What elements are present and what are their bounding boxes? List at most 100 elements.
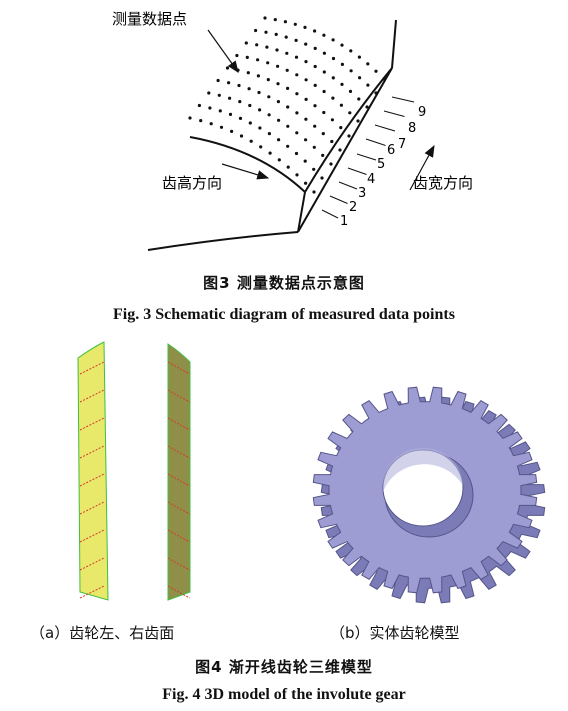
data-point xyxy=(357,55,361,59)
data-point xyxy=(312,145,316,149)
data-point xyxy=(274,32,278,37)
data-point xyxy=(268,151,272,155)
data-point xyxy=(286,105,290,109)
data-point xyxy=(322,70,326,74)
data-point xyxy=(329,162,333,166)
row-leader xyxy=(365,138,386,146)
data-point xyxy=(382,77,386,81)
data-point xyxy=(322,51,326,55)
label-tooth-height-direction: 齿高方向 xyxy=(162,174,222,192)
data-point xyxy=(267,113,271,117)
left-flank-curve xyxy=(79,361,105,375)
data-point xyxy=(235,53,239,58)
row-number-1: 1 xyxy=(340,214,348,229)
data-point xyxy=(217,93,221,97)
figure-4-flank-surfaces xyxy=(77,341,191,601)
data-point xyxy=(256,58,260,62)
data-point xyxy=(330,118,334,122)
row-number-3: 3 xyxy=(358,186,366,201)
row-leader xyxy=(347,167,367,175)
data-point xyxy=(283,20,287,24)
row-leader xyxy=(356,153,377,161)
data-point xyxy=(304,138,308,142)
row-leader-lines xyxy=(321,96,415,219)
right-flank-curve xyxy=(167,585,191,599)
row-leader xyxy=(329,195,348,204)
data-point xyxy=(304,181,308,185)
data-point xyxy=(304,42,308,46)
data-point xyxy=(340,82,344,86)
data-point xyxy=(225,66,230,70)
data-point xyxy=(286,86,290,90)
data-point xyxy=(322,89,326,94)
left-flank-curve xyxy=(79,585,105,599)
right-flank-curve xyxy=(167,389,191,403)
data-point xyxy=(348,111,352,115)
data-point xyxy=(374,69,378,73)
data-point xyxy=(339,103,343,107)
data-point xyxy=(303,25,307,29)
data-point xyxy=(228,112,233,116)
row-leader xyxy=(321,209,339,219)
data-point xyxy=(321,132,325,136)
row-number-5: 5 xyxy=(377,157,385,172)
data-point xyxy=(266,61,270,65)
data-point xyxy=(304,78,308,82)
data-point xyxy=(331,76,335,80)
data-point xyxy=(285,68,289,72)
data-point xyxy=(286,165,290,169)
data-point xyxy=(230,129,234,133)
data-point xyxy=(276,100,280,104)
data-point xyxy=(313,83,317,87)
data-point xyxy=(340,62,344,66)
figure-4-solid-gear xyxy=(312,386,546,604)
data-point xyxy=(295,92,299,96)
data-point xyxy=(304,117,308,121)
data-point xyxy=(340,43,344,47)
tooth-height-arrow xyxy=(221,163,270,180)
data-point xyxy=(219,125,224,129)
right-flank-curve xyxy=(167,445,191,459)
figure-3-caption-en: Fig. 3 Schematic diagram of measured dat… xyxy=(113,306,455,323)
data-point xyxy=(247,87,251,91)
data-point xyxy=(304,60,308,64)
data-point xyxy=(322,33,326,37)
data-point xyxy=(295,131,299,135)
data-point xyxy=(216,78,220,83)
left-flank-curve xyxy=(79,445,105,459)
data-point xyxy=(248,103,252,108)
data-point xyxy=(207,91,211,95)
data-point xyxy=(349,49,353,53)
figure-3-caption-cn: 图3 测量数据点示意图 xyxy=(203,274,365,292)
row-number-7: 7 xyxy=(398,137,406,152)
row-leader xyxy=(338,181,358,190)
row-leader xyxy=(383,110,405,117)
data-point xyxy=(322,110,326,115)
data-point xyxy=(284,35,288,39)
data-point xyxy=(275,48,279,52)
figure-3-diagram: 1 2 3 4 5 6 7 8 9 测量数据点 齿高方向 齿宽方向 xyxy=(112,10,473,251)
data-point xyxy=(209,122,213,126)
data-point xyxy=(238,100,242,104)
left-flank-curve xyxy=(79,417,105,431)
data-point xyxy=(313,104,317,108)
figure-4-caption-en: Fig. 4 3D model of the involute gear xyxy=(162,686,406,703)
flank-measurement-curves xyxy=(79,361,191,599)
data-point xyxy=(331,38,335,42)
data-point xyxy=(320,176,324,180)
data-point xyxy=(267,95,271,99)
row-number-2: 2 xyxy=(349,200,357,215)
right-tooth-flank xyxy=(167,343,191,601)
label-measured-points: 测量数据点 xyxy=(112,10,187,28)
row-number-6: 6 xyxy=(387,143,395,158)
data-point xyxy=(313,64,317,69)
data-point xyxy=(285,51,289,55)
data-point xyxy=(237,83,241,88)
data-point xyxy=(294,38,298,43)
data-point xyxy=(276,82,280,86)
measured-data-points-grid xyxy=(188,16,386,194)
right-flank-curve xyxy=(167,361,191,375)
data-point xyxy=(321,153,325,157)
subfigure-a-label: （a）齿轮左、右齿面 xyxy=(30,624,175,642)
data-point xyxy=(312,190,316,194)
